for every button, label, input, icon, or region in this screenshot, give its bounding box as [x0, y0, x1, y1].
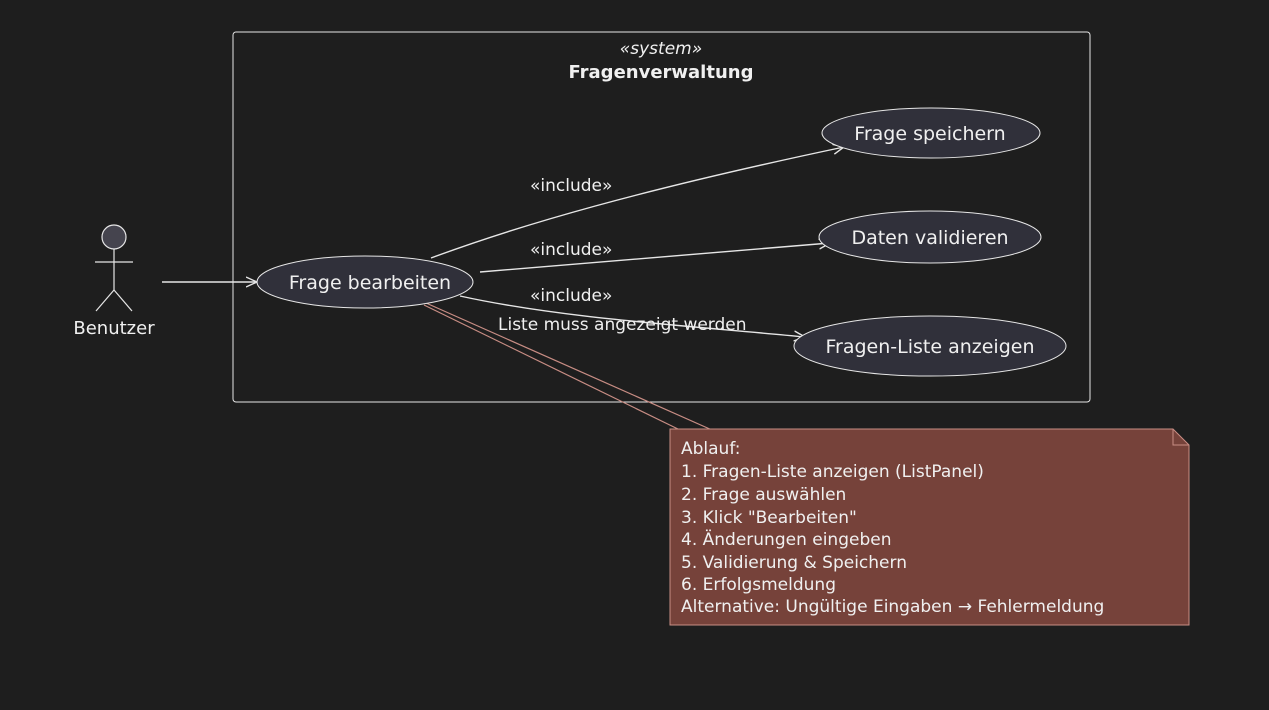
- note-line: 3. Klick "Bearbeiten": [681, 508, 857, 528]
- include-validate-arrow: [479, 243, 830, 273]
- usecase-label: Fragen-Liste anzeigen: [825, 336, 1034, 358]
- actor-label: Benutzer: [73, 318, 155, 339]
- usecase-label: Frage bearbeiten: [289, 272, 451, 294]
- note-line: Alternative: Ungültige Eingaben → Fehler…: [681, 597, 1104, 617]
- note-line: 5. Validierung & Speichern: [681, 553, 907, 573]
- usecase-frage-speichern[interactable]: Frage speichern: [821, 107, 1041, 159]
- actor-benutzer[interactable]: Benutzer: [73, 224, 155, 339]
- relations: [162, 147, 844, 337]
- usecase-label: Frage speichern: [854, 123, 1005, 145]
- system-stereotype: «system»: [620, 39, 702, 59]
- usecase-frage-bearbeiten[interactable]: Frage bearbeiten: [256, 255, 474, 309]
- usecase-label: Daten validieren: [851, 227, 1008, 249]
- include-save-arrow: [430, 147, 844, 259]
- note-line: 6. Erfolgsmeldung: [681, 575, 836, 595]
- note-connector: [423, 302, 713, 431]
- include-list-arrow: [459, 295, 805, 337]
- system-title: Fragenverwaltung: [569, 62, 754, 83]
- include-label-list: «include»: [530, 286, 612, 306]
- include-label-save: «include»: [530, 176, 612, 196]
- note-line: Ablauf:: [681, 439, 740, 459]
- note-line: 1. Fragen-Liste anzeigen (ListPanel): [681, 462, 984, 482]
- list-relation-note: Liste muss angezeigt werden: [498, 315, 747, 335]
- usecase-fragen-liste-anzeigen[interactable]: Fragen-Liste anzeigen: [793, 315, 1067, 377]
- include-label-validate: «include»: [530, 240, 612, 260]
- system-boundary: «system» Fragenverwaltung: [232, 31, 1091, 403]
- note-line: 2. Frage auswählen: [681, 485, 846, 505]
- usecase-daten-validieren[interactable]: Daten validieren: [818, 210, 1042, 264]
- stick-figure-icon: [95, 224, 133, 312]
- flow-note: Ablauf: 1. Fragen-Liste anzeigen (ListPa…: [669, 428, 1190, 626]
- note-line: 4. Änderungen eingeben: [681, 529, 891, 550]
